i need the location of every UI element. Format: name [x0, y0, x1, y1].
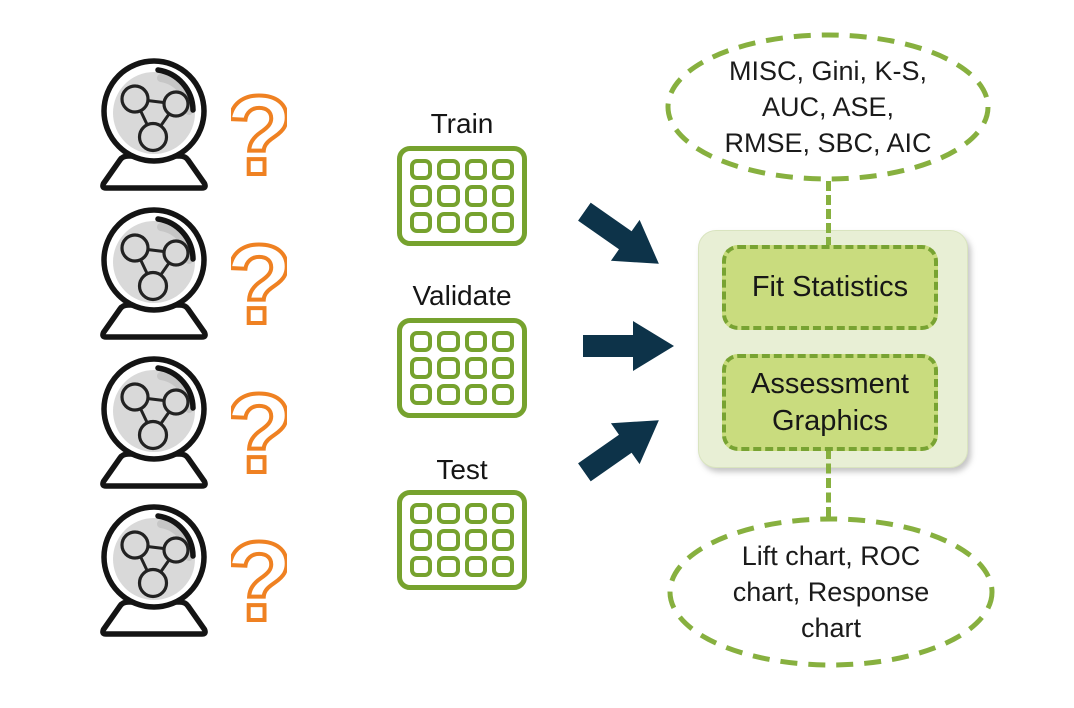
- callout-line: RMSE, SBC, AIC: [724, 128, 932, 158]
- crystal-ball-model-icon: [89, 502, 219, 637]
- table-cell: [437, 529, 460, 551]
- table-cell: [464, 185, 487, 207]
- table-cell: [437, 357, 460, 379]
- table-cell: [437, 211, 460, 233]
- table-cell: [410, 185, 433, 207]
- table-cell: [410, 383, 433, 405]
- table-cell: [410, 503, 433, 525]
- question-mark-icon: ?: [231, 534, 287, 636]
- table-cell: [437, 331, 460, 353]
- table-cell: [491, 211, 514, 233]
- dashed-ellipse: [667, 516, 995, 668]
- table-cell: [410, 529, 433, 551]
- table-cell: [437, 383, 460, 405]
- table-cell: [491, 555, 514, 577]
- crystal-ball-model-icon: [89, 354, 219, 489]
- crystal-ball-model-icon: [89, 56, 219, 191]
- question-mark-glyph: ?: [231, 534, 287, 636]
- callout-line: chart, Response: [732, 577, 930, 607]
- callout-line: MISC, Gini, K-S,: [728, 56, 928, 86]
- table-cell: [491, 331, 514, 353]
- data-table-icon-test: [397, 490, 527, 590]
- question-mark-glyph: ?: [231, 386, 287, 488]
- table-cell: [437, 503, 460, 525]
- callout-line: AUC, ASE,: [761, 92, 895, 122]
- question-mark-icon: ?: [231, 88, 287, 190]
- table-cell: [464, 331, 487, 353]
- table-cell: [464, 357, 487, 379]
- table-cell: [410, 357, 433, 379]
- dataset-label-train: Train: [430, 108, 494, 139]
- table-cell: [437, 555, 460, 577]
- table-cell: [491, 503, 514, 525]
- callout-line: chart: [800, 613, 862, 643]
- arrow-right-icon: [569, 191, 674, 285]
- dashed-ellipse: [665, 32, 991, 182]
- assessment-graphics-callout: Lift chart, ROC chart, Response chart: [665, 514, 997, 670]
- arrow-right-icon: [583, 321, 674, 371]
- fit-statistics-callout: MISC, Gini, K-S, AUC, ASE, RMSE, SBC, AI…: [663, 30, 993, 184]
- table-cell: [464, 211, 487, 233]
- table-cell: [410, 159, 433, 181]
- table-cell: [464, 529, 487, 551]
- table-cell: [464, 503, 487, 525]
- dataset-label-test: Test: [436, 454, 488, 485]
- table-cell: [464, 159, 487, 181]
- callout-line: Lift chart, ROC: [741, 541, 921, 571]
- question-mark-icon: ?: [231, 237, 287, 339]
- table-cell: [491, 529, 514, 551]
- table-cell: [410, 211, 433, 233]
- question-mark-glyph: ?: [231, 88, 287, 190]
- arrow-right-icon: [569, 399, 674, 493]
- table-cell: [491, 357, 514, 379]
- table-cell: [410, 555, 433, 577]
- table-cell: [464, 555, 487, 577]
- question-mark-glyph: ?: [231, 237, 287, 339]
- crystal-ball-model-icon: [89, 205, 219, 340]
- table-cell: [437, 159, 460, 181]
- table-cell: [491, 159, 514, 181]
- table-cell: [491, 383, 514, 405]
- dataset-label-validate: Validate: [412, 280, 512, 311]
- table-cell: [491, 185, 514, 207]
- assessment-graphics-box: Assessment Graphics: [722, 354, 938, 451]
- table-cell: [464, 383, 487, 405]
- question-mark-icon: ?: [231, 386, 287, 488]
- fit-statistics-box: Fit Statistics: [722, 245, 938, 330]
- table-cell: [437, 185, 460, 207]
- table-cell: [410, 331, 433, 353]
- data-table-icon-validate: [397, 318, 527, 418]
- connector-top-dashed-line: [826, 181, 831, 247]
- data-table-icon-train: [397, 146, 527, 246]
- connector-bottom-dashed-line: [826, 449, 831, 517]
